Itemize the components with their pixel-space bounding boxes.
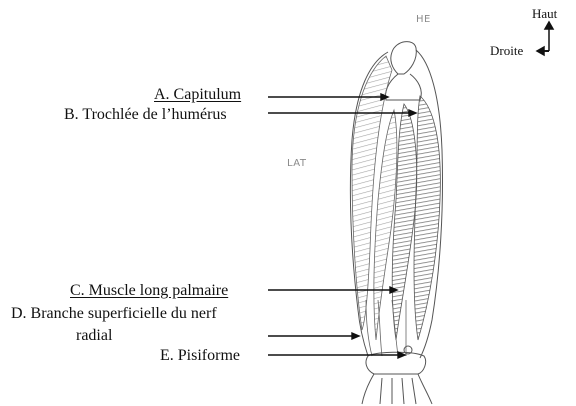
label-a: A. Capitulum <box>154 86 241 104</box>
left-arrow-icon <box>537 47 544 55</box>
up-arrow-icon <box>545 22 553 29</box>
label-e: E. Pisiforme <box>160 347 240 365</box>
label-c: C. Muscle long palmaire <box>70 282 228 300</box>
orientation-up-label: Haut <box>532 6 557 22</box>
label-b: B. Trochlée de l’humérus <box>64 106 227 124</box>
orientation-right-label: Droite <box>490 43 523 59</box>
arrowhead-a <box>381 94 388 100</box>
label-d-line2: radial <box>76 327 112 345</box>
arrowhead-e <box>398 352 405 358</box>
arrowhead-c <box>390 287 397 293</box>
arrowhead-b <box>409 110 416 116</box>
label-d-line1: D. Branche superficielle du nerf <box>11 305 217 323</box>
arrowhead-d <box>352 333 359 339</box>
